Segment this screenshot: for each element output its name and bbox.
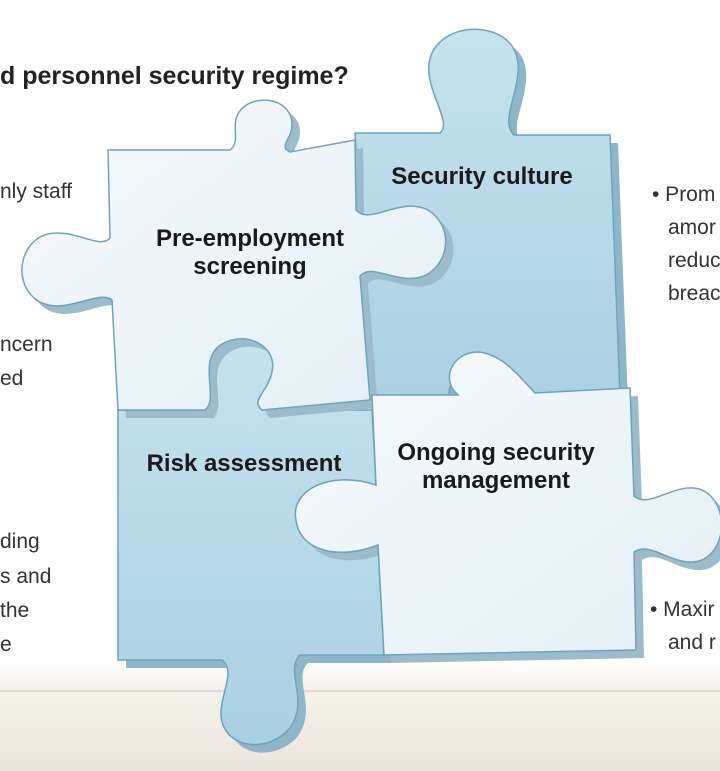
left-text-line-2: ncern — [0, 333, 53, 356]
right-text-line-1: • Prom — [652, 183, 716, 206]
puzzle-piece-pre-employment — [21, 99, 454, 418]
right-text-line-4: breac — [668, 282, 720, 305]
left-text-line-4: ding — [0, 530, 40, 553]
label-security-culture: Security culture — [391, 163, 572, 190]
page-title: d personnel security regime? — [0, 62, 349, 90]
bottom-rule — [0, 690, 720, 692]
left-text-line-3: ed — [0, 367, 24, 390]
right-text-line-2: amor — [668, 216, 716, 239]
label-risk-assessment: Risk assessment — [147, 450, 342, 477]
label-ongoing-line-1: Ongoing security — [397, 439, 595, 466]
bottom-band — [0, 660, 720, 771]
left-text-line-1: nly staff — [0, 180, 72, 203]
left-text-line-5: s and — [0, 565, 52, 588]
puzzle-piece-risk-assessment — [117, 338, 392, 753]
right-text-line-6: and r — [668, 631, 716, 654]
label-pre-employment-line-1: Pre-employment — [156, 225, 344, 252]
label-pre-employment-line-2: screening — [193, 253, 306, 280]
label-ongoing-line-2: management — [422, 467, 570, 494]
puzzle-piece-ongoing-management — [294, 351, 720, 663]
right-text-line-3: reduc — [668, 249, 720, 272]
right-text-line-5: • Maxir — [650, 598, 715, 621]
left-text-line-7: e — [0, 633, 12, 656]
left-text-line-6: the — [0, 599, 30, 622]
